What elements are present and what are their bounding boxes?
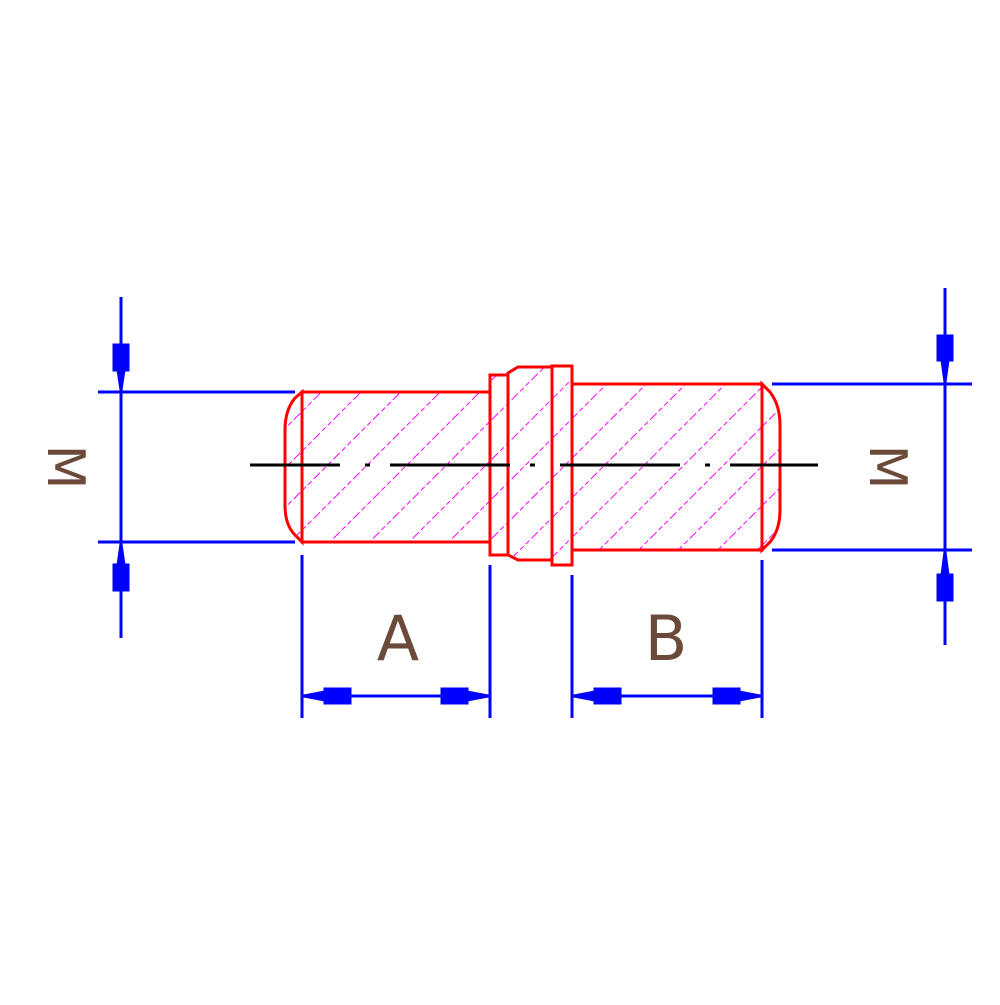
- left-dimension-label: M: [35, 445, 95, 490]
- arrow-right-icon: [712, 687, 761, 705]
- arrow-right-icon: [440, 687, 489, 705]
- arrow-left-icon: [303, 687, 352, 705]
- length-label-b: B: [645, 602, 688, 675]
- length-dimension-b: [570, 560, 764, 718]
- length-dimension-a: [300, 555, 492, 718]
- arrow-up-icon: [112, 543, 130, 592]
- right-dimension-label: M: [857, 445, 917, 490]
- left-journal-section: [300, 390, 492, 544]
- arrow-down-icon: [112, 343, 130, 391]
- right-diameter-dimension: [772, 288, 972, 645]
- arrow-up-icon: [936, 551, 954, 602]
- length-label-a: A: [377, 602, 419, 675]
- arrow-left-icon: [573, 687, 622, 705]
- right-journal-section: [570, 382, 764, 552]
- left-chamfer-section: [283, 388, 304, 546]
- right-chamfer-section: [760, 380, 782, 554]
- arrow-down-icon: [936, 334, 954, 383]
- left-diameter-dimension: [98, 297, 295, 638]
